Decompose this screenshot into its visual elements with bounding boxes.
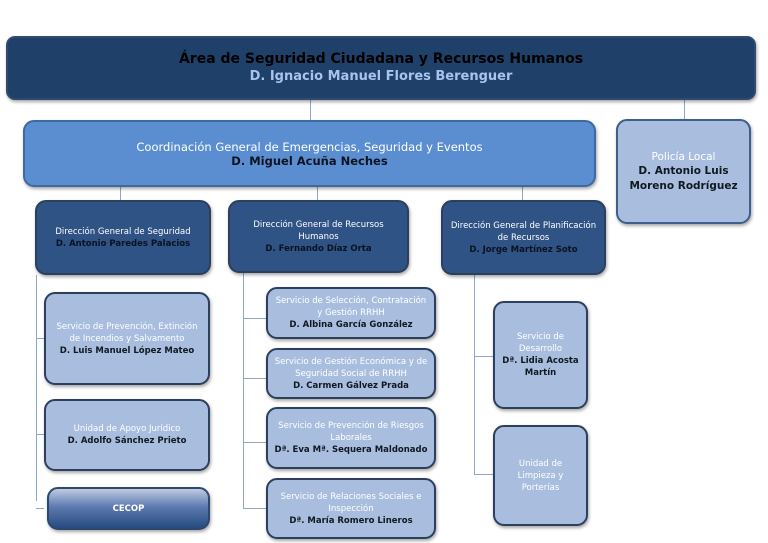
connector-line: [684, 100, 685, 120]
area-head-name: D. Ignacio Manuel Flores Berenguer: [249, 69, 513, 84]
unit-development-box: Servicio de Desarrollo Dª. Lidia Acosta …: [493, 301, 588, 409]
directorate-head-name: D. Antonio Paredes Palacios: [55, 238, 191, 249]
unit-title: Unidad de Limpieza y Porterías: [517, 458, 564, 493]
directorate-title: Dirección General de Planificación de Re…: [450, 220, 597, 243]
connector-line: [310, 100, 311, 120]
directorate-head-name: D. Fernando Díaz Orta: [265, 243, 372, 254]
unit-title: Servicio de Gestión Económica y de Segur…: [274, 356, 428, 379]
connector-line: [474, 275, 475, 475]
connector-line: [474, 356, 493, 357]
unit-title: Servicio de Selección, Contratación y Ge…: [275, 296, 427, 318]
unit-head-name: D. Carmen Gálvez Prada: [293, 380, 409, 391]
connector-line: [243, 442, 266, 443]
unit-title: Servicio de Desarrollo: [516, 332, 565, 354]
directorate-planning-box: Dirección General de Planificación de Re…: [441, 200, 606, 275]
unit-head-name: Dª. Lidia Acosta Martín: [502, 356, 579, 378]
unit-risk-prevention-box: Servicio de Prevención de Riesgos Labora…: [266, 407, 436, 469]
police-title: Policía Local: [651, 150, 716, 163]
police-box: Policía Local D. Antonio Luis Moreno Rod…: [616, 119, 751, 224]
unit-title: CECOP: [112, 503, 145, 514]
directorate-head-name: D. Jorge Martínez Soto: [469, 244, 578, 255]
connector-line: [243, 378, 266, 379]
connector-line: [243, 508, 266, 509]
connector-line: [36, 275, 37, 501]
unit-title: Unidad de Apoyo Jurídico: [73, 424, 181, 434]
connector-line: [36, 338, 44, 339]
connector-line: [36, 434, 44, 435]
connector-line: [317, 187, 318, 200]
connector-line: [243, 273, 244, 508]
unit-fire-service-box: Servicio de Prevención, Extinción de Inc…: [44, 292, 210, 385]
unit-title: Servicio de Prevención, Extinción de Inc…: [56, 321, 198, 344]
coordination-title: Coordinación General de Emergencias, Seg…: [136, 139, 483, 154]
unit-social-relations-box: Servicio de Relaciones Sociales e Inspec…: [266, 478, 436, 539]
unit-title: Servicio de Prevención de Riesgos Labora…: [278, 421, 424, 443]
unit-cleaning-box: Unidad de Limpieza y Porterías: [493, 425, 588, 526]
directorate-title: Dirección General de Recursos Humanos: [253, 219, 384, 242]
directorate-hr-box: Dirección General de Recursos Humanos D.…: [228, 200, 409, 273]
coordination-box: Coordinación General de Emergencias, Seg…: [23, 120, 596, 187]
area-title: Área de Seguridad Ciudadana y Recursos H…: [178, 51, 584, 67]
unit-head-name: Dª. María Romero Lineros: [289, 515, 413, 526]
unit-legal-support-box: Unidad de Apoyo Jurídico D. Adolfo Sánch…: [44, 399, 210, 471]
unit-economic-management-box: Servicio de Gestión Económica y de Segur…: [266, 348, 436, 399]
unit-head-name: Dª. Eva Mª. Sequera Maldonado: [274, 445, 428, 455]
coordination-head-name: D. Miguel Acuña Neches: [231, 153, 388, 168]
connector-line: [120, 187, 121, 200]
area-root-box: Área de Seguridad Ciudadana y Recursos H…: [6, 36, 756, 100]
connector-line: [36, 508, 44, 509]
unit-head-name: D. Adolfo Sánchez Prieto: [67, 436, 187, 446]
connector-line: [243, 318, 266, 319]
directorate-security-box: Dirección General de Seguridad D. Antoni…: [35, 200, 211, 275]
unit-head-name: D. Luis Manuel López Mateo: [59, 345, 195, 356]
connector-line: [522, 187, 523, 200]
connector-line: [474, 474, 493, 475]
unit-title: Servicio de Relaciones Sociales e Inspec…: [280, 491, 422, 514]
unit-cecop-box: CECOP: [47, 487, 210, 530]
police-head-name: D. Antonio Luis Moreno Rodríguez: [629, 164, 738, 192]
unit-head-name: D. Albina García González: [289, 320, 413, 330]
unit-selection-box: Servicio de Selección, Contratación y Ge…: [266, 287, 436, 339]
directorate-title: Dirección General de Seguridad: [55, 226, 191, 237]
